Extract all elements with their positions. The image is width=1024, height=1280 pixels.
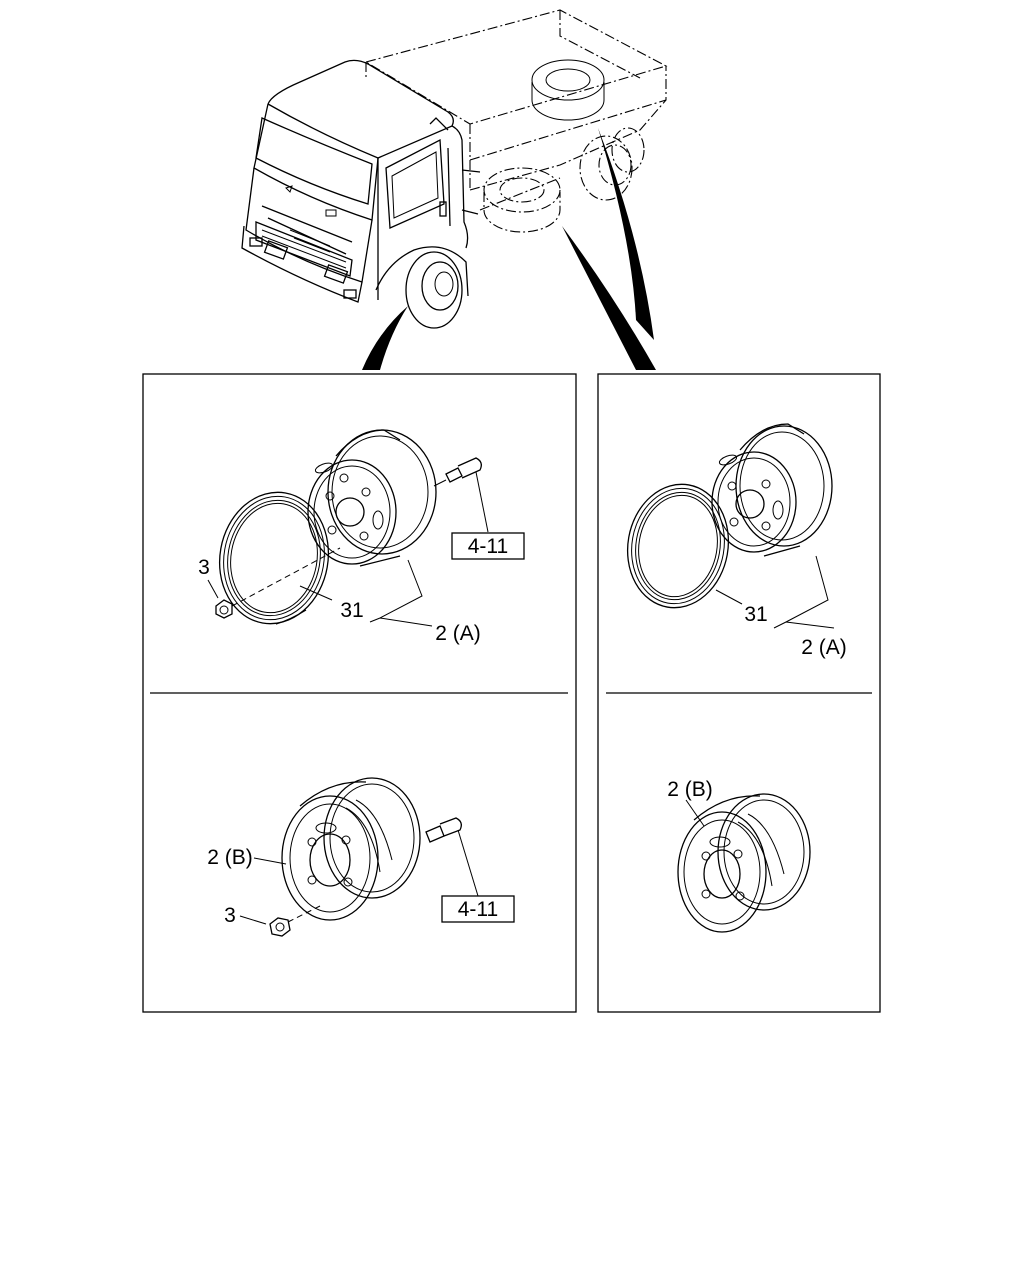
label-nut: 3	[198, 556, 210, 579]
nut-icon	[215, 599, 233, 619]
right-top-assembly: 31 2 (A)	[626, 423, 847, 659]
callout-arrows	[362, 128, 656, 370]
label-tire: 31	[744, 603, 767, 626]
wheel-icon	[281, 777, 421, 921]
label-wheel: 2 (A)	[801, 636, 847, 659]
tire-icon	[626, 483, 730, 609]
wheel-icon	[307, 429, 437, 567]
label-wheel: 2 (B)	[667, 778, 713, 801]
left-bottom-assembly: 4-11 2 (B) 3	[207, 777, 515, 937]
cargo-bed	[364, 9, 668, 233]
right-bottom-assembly: 2 (B)	[667, 778, 811, 933]
label-tire: 31	[340, 599, 363, 622]
wheel-icon	[711, 423, 833, 557]
stud-bolt-icon	[425, 817, 462, 843]
tire-icon	[218, 491, 330, 625]
callout-ref: 4-11	[468, 535, 508, 558]
left-top-assembly: 4-11 3 31 2 (A)	[198, 429, 525, 645]
callout-ref-box	[451, 532, 525, 560]
nut-icon	[269, 917, 291, 937]
left-panel: 4-11 3 31 2 (A)	[142, 373, 577, 1013]
callout-ref: 4-11	[458, 898, 498, 921]
label-wheel: 2 (B)	[207, 846, 253, 869]
stud-bolt-icon	[433, 457, 482, 487]
truck-illustration	[241, 9, 668, 370]
label-wheel: 2 (A)	[435, 622, 481, 645]
label-nut: 3	[224, 904, 236, 927]
truck-cab	[241, 59, 481, 329]
wheel-icon	[677, 793, 811, 933]
callout-ref-box	[441, 895, 515, 923]
right-panel: 31 2 (A) 2 (B)	[597, 373, 881, 1013]
